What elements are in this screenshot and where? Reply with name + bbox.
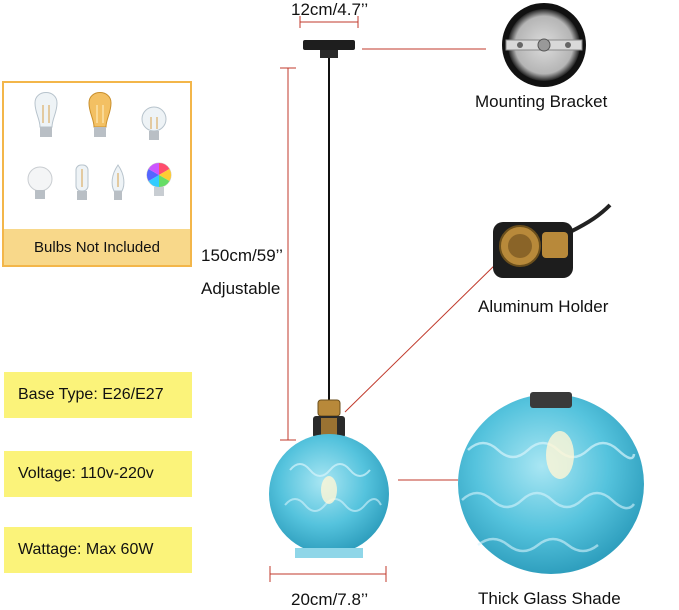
bulb-icons-group <box>27 92 172 200</box>
rgb-smart-bulb-icon <box>146 162 172 196</box>
t10-tube-bulb-icon <box>75 164 89 200</box>
mounting-bracket-image <box>502 3 586 87</box>
bulbs-not-included-caption: Bulbs Not Included <box>4 229 190 265</box>
mounting-bracket-label: Mounting Bracket <box>475 92 608 111</box>
aluminum-holder-label: Aluminum Holder <box>478 297 609 316</box>
wattage-spec: Wattage: Max 60W <box>4 527 192 573</box>
height-dimension-label: 150cm/59’’ <box>201 246 283 265</box>
holder-callout-line <box>344 261 499 413</box>
lamp-socket <box>313 399 345 438</box>
canopy-dimension-label: 12cm/4.7’’ <box>291 0 369 19</box>
voltage-spec: Voltage: 110v-220v <box>4 451 192 497</box>
canopy-dimension-line <box>299 16 359 28</box>
thick-glass-shade-label: Thick Glass Shade <box>478 589 621 608</box>
bulbs-panel: Bulbs Not Included <box>2 81 192 267</box>
g25-globe-bulb-icon <box>27 166 53 199</box>
st64-edison-bulb-icon <box>34 92 58 137</box>
lamp-glass-shade <box>269 434 389 558</box>
aluminum-holder-image <box>493 203 612 278</box>
thick-glass-shade-image <box>458 392 644 574</box>
adjustable-label: Adjustable <box>201 279 281 298</box>
candle-bulb-icon <box>111 164 125 200</box>
st64-amber-bulb-icon <box>88 92 112 137</box>
a19-filament-bulb-icon <box>141 106 167 140</box>
base-type-spec: Base Type: E26/E27 <box>4 372 192 418</box>
height-dimension-line <box>280 67 296 441</box>
shade-width-dimension-line <box>269 566 387 582</box>
ceiling-canopy <box>303 40 355 58</box>
shade-width-label: 20cm/7.8’’ <box>291 590 369 609</box>
